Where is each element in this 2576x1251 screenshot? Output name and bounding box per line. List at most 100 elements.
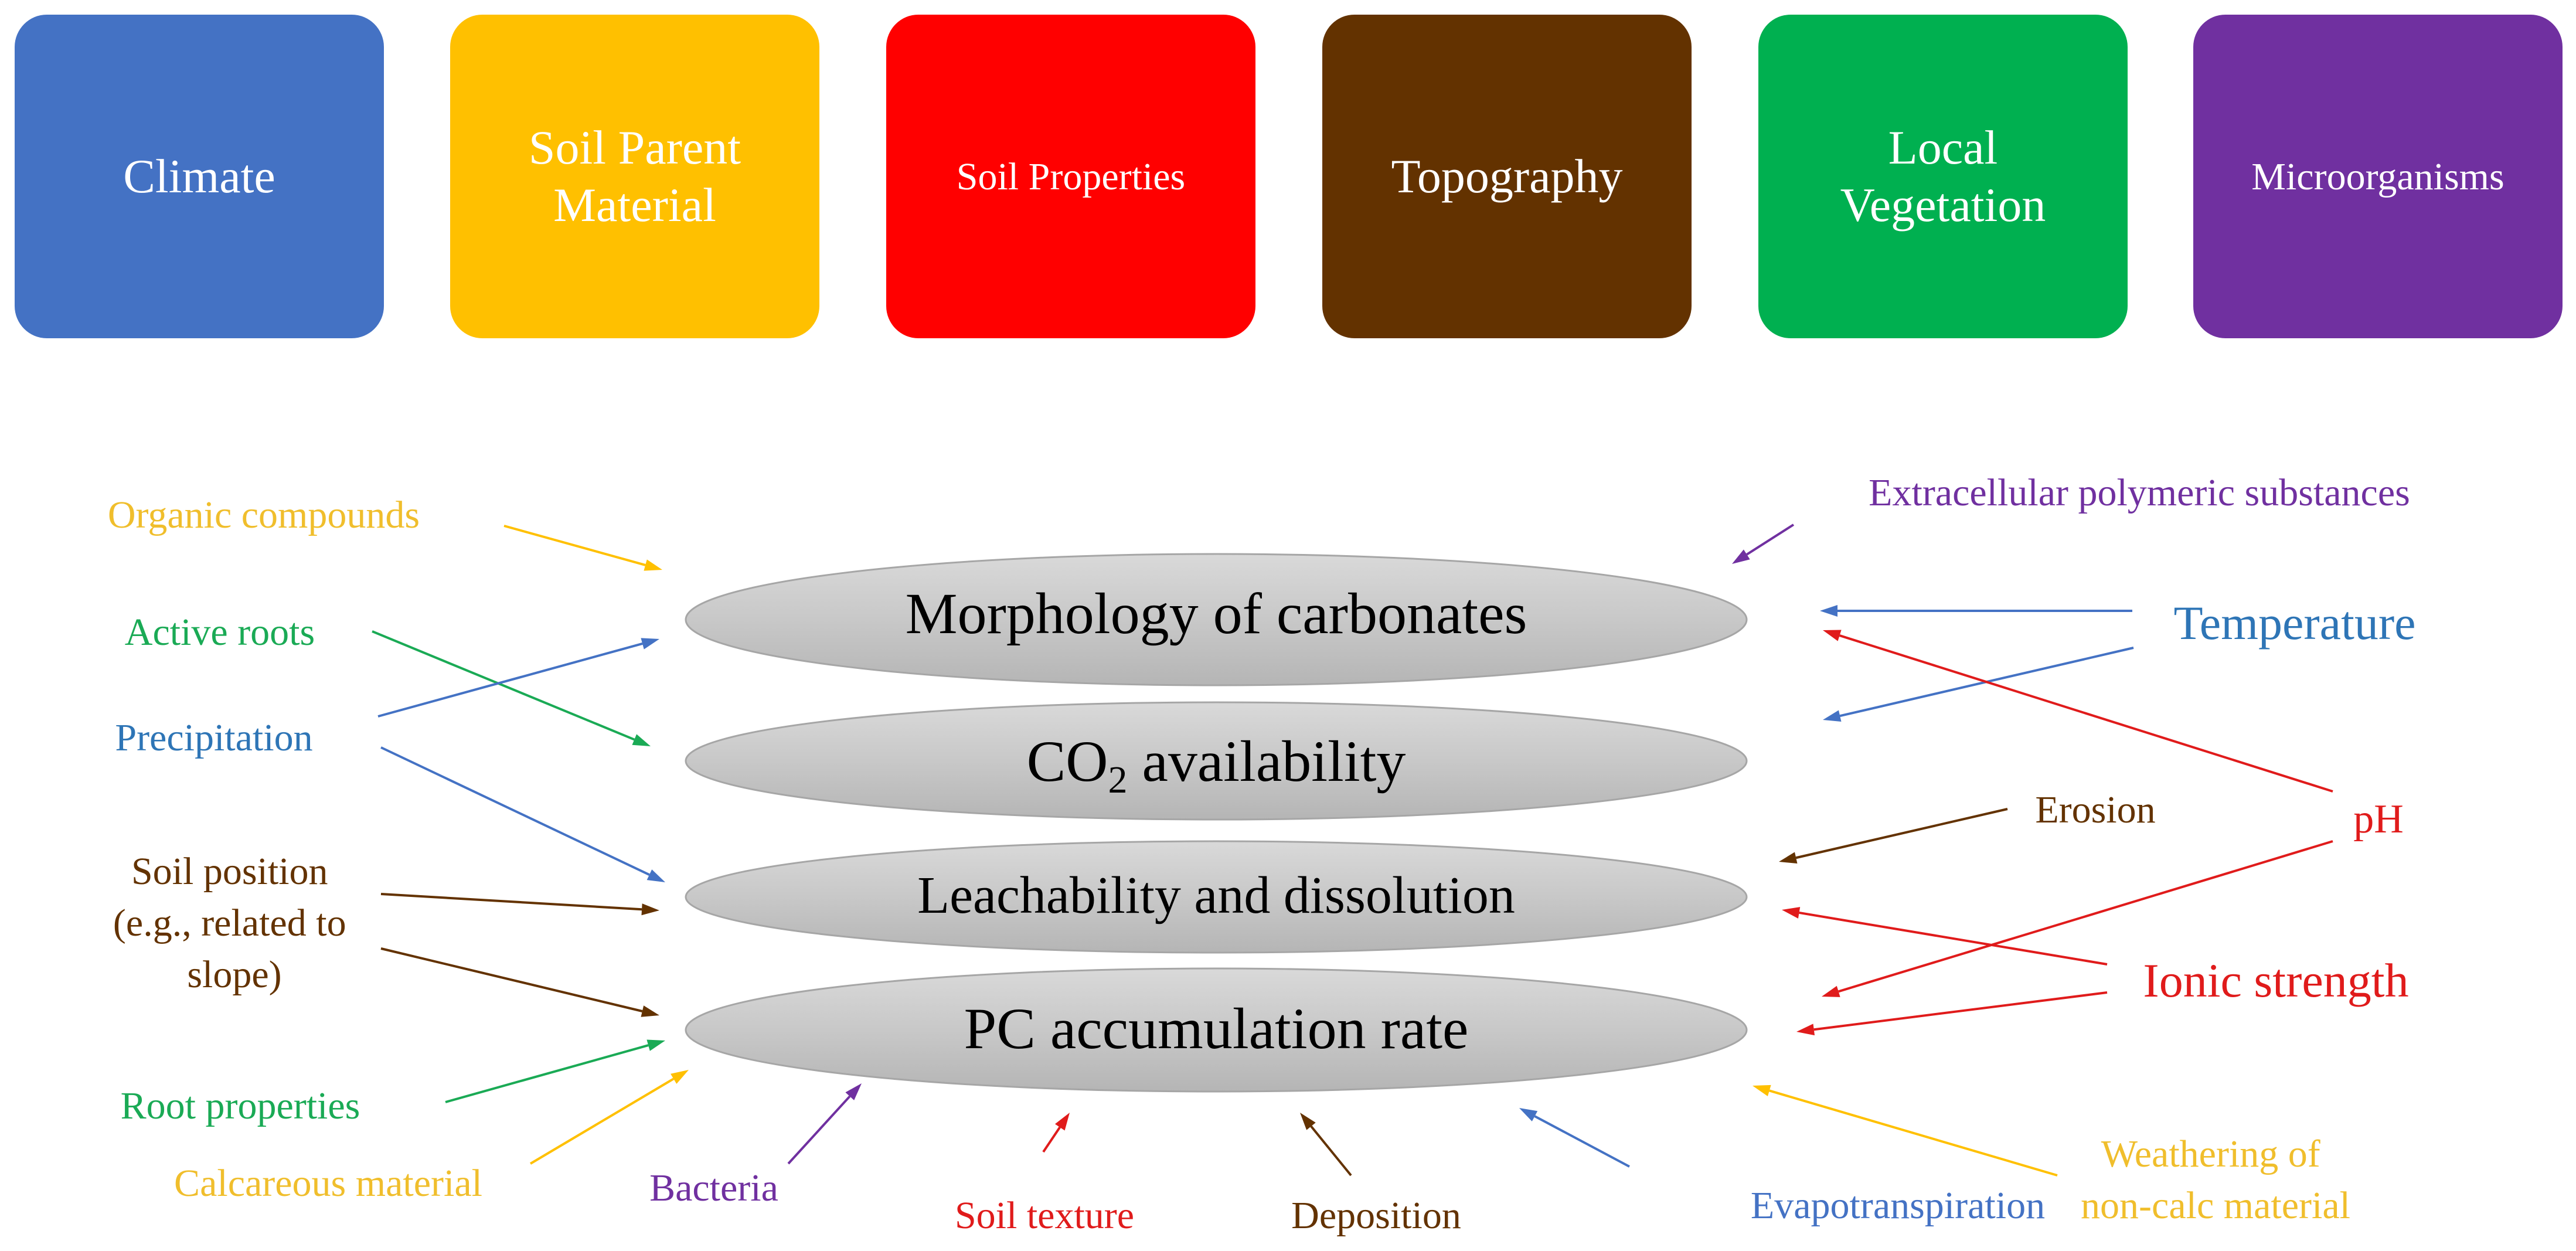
arrow-head bbox=[1300, 1113, 1316, 1130]
factor-box-0: Climate bbox=[15, 15, 384, 338]
arrow-shaft bbox=[787, 1095, 851, 1165]
process-label-morphology: Morphology of carbonates bbox=[906, 581, 1527, 646]
label-soil-texture: Soil texture bbox=[955, 1194, 1134, 1237]
factor-label: Soil Properties bbox=[957, 155, 1186, 198]
arrow-erosion bbox=[1779, 808, 2008, 864]
label-soil-position: Soil position (e.g., related to slope) bbox=[113, 850, 356, 996]
soil-position-line-1: Soil position bbox=[131, 850, 328, 893]
arrow-head bbox=[1779, 852, 1798, 864]
process-label-leachability: Leachability and dissolution bbox=[917, 866, 1515, 924]
arrow-ionic-pc bbox=[1796, 991, 2108, 1036]
influence-arrows bbox=[372, 523, 2333, 1177]
arrow-active-roots bbox=[372, 630, 651, 746]
label-active-roots: Active roots bbox=[125, 611, 315, 654]
arrow-head bbox=[1820, 605, 1837, 617]
factor-label-line: Material bbox=[553, 178, 716, 232]
arrow-bacteria bbox=[787, 1083, 862, 1165]
factor-label: Topography bbox=[1391, 149, 1622, 203]
label-weathering: Weathering of non-calc material bbox=[2081, 1133, 2350, 1227]
arrow-organic-compounds bbox=[503, 525, 662, 571]
factor-label: Microorganisms bbox=[2251, 155, 2504, 198]
process-ellipse-co2 bbox=[685, 701, 1748, 821]
arrow-shaft bbox=[445, 1044, 649, 1103]
weathering-line-2: non-calc material bbox=[2081, 1184, 2350, 1227]
arrow-shaft bbox=[503, 525, 646, 566]
arrow-head bbox=[641, 903, 659, 916]
factor-box-bg bbox=[2193, 15, 2563, 338]
arrow-shaft bbox=[380, 893, 642, 911]
label-calcareous-material: Calcareous material bbox=[174, 1162, 482, 1205]
process-label-co2: CO2 availability bbox=[1027, 729, 1406, 801]
arrow-shaft bbox=[1813, 991, 2108, 1031]
process-co2: CO2 availability bbox=[685, 701, 1748, 821]
factor-box-bg bbox=[886, 15, 1255, 338]
factor-box-2: Soil Properties bbox=[886, 15, 1255, 338]
arrow-shaft bbox=[1839, 634, 2333, 793]
label-deposition: Deposition bbox=[1291, 1194, 1461, 1237]
arrow-head bbox=[1823, 630, 1842, 641]
arrow-weathering bbox=[1753, 1085, 2058, 1177]
process-pc-rate: PC accumulation rate bbox=[685, 967, 1748, 1093]
co2-suffix: availability bbox=[1128, 729, 1406, 794]
arrow-shaft bbox=[1310, 1126, 1352, 1177]
process-ellipse-leachability bbox=[685, 840, 1748, 954]
label-eps: Extracellular polymeric substances bbox=[1869, 471, 2410, 514]
arrow-calcareous-material bbox=[529, 1070, 689, 1165]
arrow-head bbox=[1054, 1113, 1070, 1131]
co2-subscript: 2 bbox=[1108, 759, 1128, 801]
arrow-shaft bbox=[1042, 1126, 1061, 1153]
factor-box-5: Microorganisms bbox=[2193, 15, 2563, 338]
factor-box-bg bbox=[15, 15, 384, 338]
arrow-shaft bbox=[1799, 911, 2108, 966]
arrow-ph-morphology bbox=[1823, 630, 2333, 793]
arrow-precipitation-leachability bbox=[380, 746, 665, 882]
label-precipitation: Precipitation bbox=[115, 716, 312, 759]
process-ellipse-pc-rate bbox=[685, 967, 1748, 1093]
soil-position-line-2: (e.g., related to bbox=[113, 902, 346, 944]
arrow-head bbox=[1732, 549, 1750, 564]
arrow-deposition bbox=[1300, 1113, 1352, 1177]
arrow-soil-position-leachability bbox=[380, 893, 659, 916]
arrow-head bbox=[1823, 710, 1842, 722]
arrow-shaft bbox=[1795, 808, 2008, 859]
factor-box-bg bbox=[450, 15, 819, 338]
label-temperature: Temperature bbox=[2173, 596, 2415, 650]
process-leachability: Leachability and dissolution bbox=[685, 840, 1748, 954]
arrow-ph-pc bbox=[1822, 840, 2333, 997]
arrow-soil-texture bbox=[1042, 1113, 1070, 1153]
arrow-head bbox=[646, 1039, 665, 1051]
label-ionic-strength: Ionic strength bbox=[2143, 954, 2408, 1007]
factor-label-line: Soil Properties bbox=[957, 155, 1186, 198]
arrow-head bbox=[1822, 985, 1840, 997]
factor-label-line: Local bbox=[1888, 121, 1998, 174]
arrow-head bbox=[644, 559, 662, 571]
process-morphology: Morphology of carbonates bbox=[685, 553, 1748, 686]
arrow-head bbox=[1796, 1024, 1815, 1036]
arrow-shaft bbox=[380, 947, 643, 1012]
label-root-properties: Root properties bbox=[121, 1085, 360, 1127]
factor-label-line: Climate bbox=[123, 149, 275, 203]
arrow-shaft bbox=[377, 643, 643, 718]
arrow-temperature-co2 bbox=[1823, 647, 2134, 722]
arrow-head bbox=[632, 734, 651, 746]
arrow-ionic-leachability bbox=[1782, 907, 2108, 966]
arrow-shaft bbox=[1769, 1089, 2058, 1177]
arrow-soil-position-pc bbox=[380, 947, 659, 1017]
label-ph: pH bbox=[2353, 797, 2404, 842]
arrow-head bbox=[646, 869, 665, 882]
arrow-head bbox=[641, 1005, 659, 1017]
label-erosion: Erosion bbox=[2035, 788, 2155, 831]
arrow-temperature-morphology bbox=[1820, 605, 2132, 617]
arrow-shaft bbox=[1534, 1115, 1630, 1168]
arrow-head bbox=[1519, 1108, 1538, 1121]
arrow-head bbox=[671, 1070, 689, 1084]
soil-position-line-3: slope) bbox=[187, 953, 281, 996]
label-organic-compounds: Organic compounds bbox=[108, 494, 420, 536]
label-bacteria: Bacteria bbox=[649, 1167, 778, 1209]
factor-label: Climate bbox=[123, 149, 275, 203]
arrow-shaft bbox=[1838, 840, 2333, 993]
